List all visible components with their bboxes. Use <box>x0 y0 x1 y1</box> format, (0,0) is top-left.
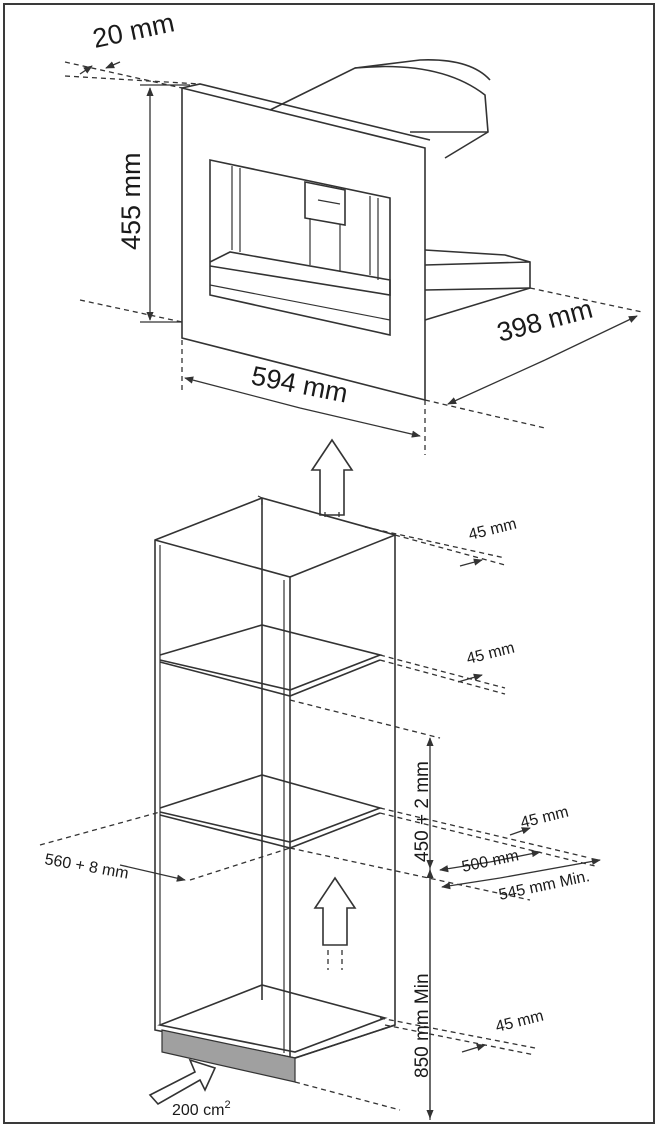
cabinet-dims <box>39 526 601 1120</box>
label-gap-shelf1: 45 mm <box>465 640 517 668</box>
dim-594mm <box>79 299 426 455</box>
dim-398mm <box>424 287 643 429</box>
up-arrow-inside-icon <box>313 876 357 970</box>
coffee-machine-unit <box>181 59 531 402</box>
diagram-frame <box>3 3 655 1124</box>
label-depth-unit: 398 mm <box>494 294 596 348</box>
label-height-floor: 850 mm Min <box>412 973 433 1078</box>
dim-455mm <box>140 84 190 323</box>
label-vent-area: 200 cm2 <box>172 1099 231 1119</box>
up-arrow-top-icon <box>310 438 354 520</box>
label-depth-front: 20 mm <box>90 7 177 54</box>
vent-arrow-icon <box>148 1058 217 1106</box>
label-niche-height: 450 + 2 mm <box>412 761 433 862</box>
label-width-niche: 560 + 8 mm <box>43 851 130 882</box>
label-depth-545: 545 mm Min. <box>497 868 591 904</box>
label-height-unit: 455 mm <box>116 152 146 250</box>
label-gap-shelf2: 45 mm <box>519 804 571 832</box>
label-gap-bottom: 45 mm <box>494 1008 546 1036</box>
label-depth-500: 500 mm <box>460 847 520 876</box>
label-gap-top: 45 mm <box>467 516 519 544</box>
dim-20mm <box>64 61 201 89</box>
cabinet <box>154 495 396 1083</box>
